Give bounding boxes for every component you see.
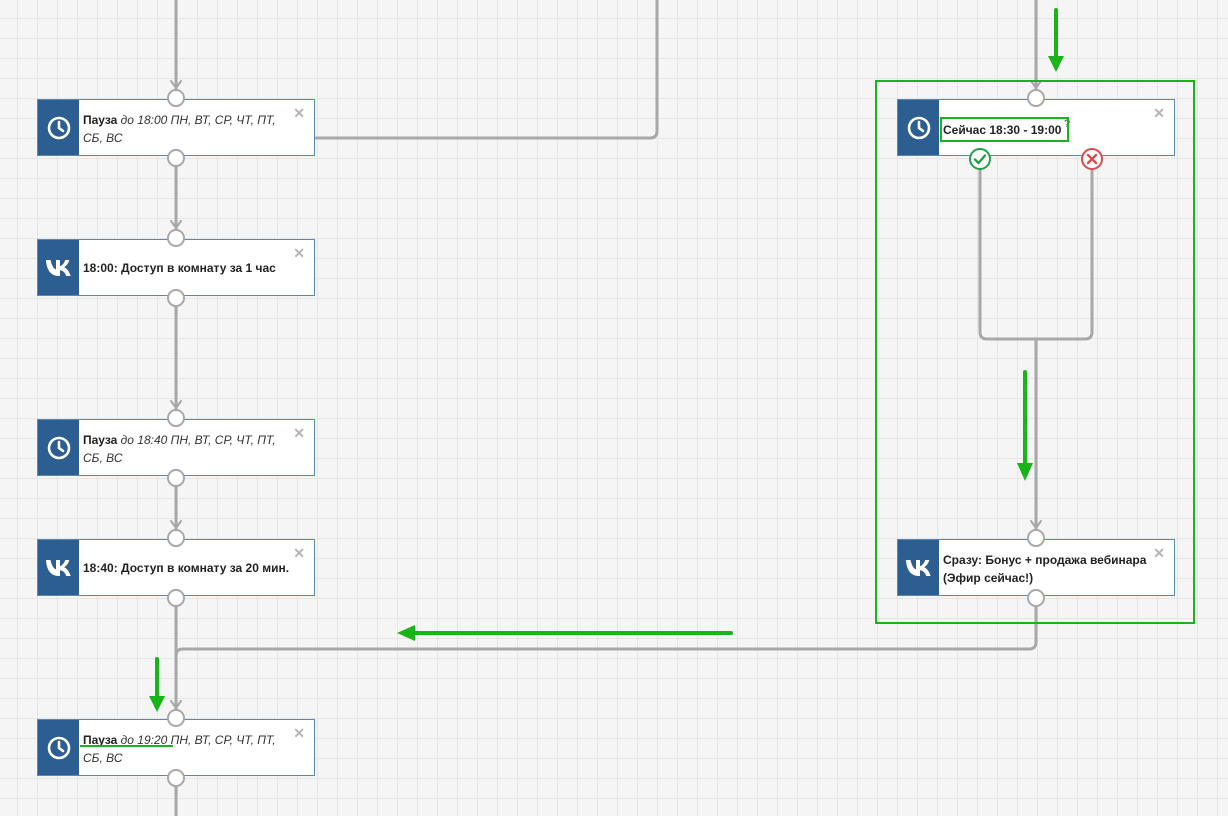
vk-icon xyxy=(45,559,71,576)
node-title: Сейчас 18:30 - 19:00 xyxy=(943,123,1062,137)
input-port[interactable] xyxy=(167,529,185,547)
node-icon-box xyxy=(38,100,79,155)
clock-icon xyxy=(907,116,930,139)
annotation-underline xyxy=(80,745,173,747)
node-text: Пауза до 18:40 ПН, ВТ, СР, ЧТ, ПТ, СБ, В… xyxy=(83,431,296,467)
node-title: Сразу: Бонус + продажа вебинара (Эфир се… xyxy=(943,553,1147,585)
node-detail: до 19:20 ПН, ВТ, СР, ЧТ, ПТ, СБ, ВС xyxy=(83,733,276,765)
delete-node-icon[interactable]: ✕ xyxy=(293,545,305,561)
node-title: 18:00: Доступ в комнату за 1 час xyxy=(83,260,276,275)
checkmark-icon xyxy=(973,154,987,165)
node-text: 18:00: Доступ в комнату за 1 час xyxy=(83,240,296,295)
output-port[interactable] xyxy=(167,769,185,787)
node-detail: до 18:00 ПН, ВТ, СР, ЧТ, ПТ, СБ, ВС xyxy=(83,113,276,145)
node-title: Пауза xyxy=(83,733,118,747)
pause-node[interactable]: Пауза до 19:20 ПН, ВТ, СР, ЧТ, ПТ, СБ, В… xyxy=(37,719,315,776)
input-port[interactable] xyxy=(1027,89,1045,107)
delete-node-icon[interactable]: ✕ xyxy=(293,425,305,441)
condition-yes-port[interactable] xyxy=(969,148,991,170)
node-title: Пауза xyxy=(83,433,118,447)
connector-arrowhead xyxy=(170,700,182,710)
node-text: Пауза до 18:00 ПН, ВТ, СР, ЧТ, ПТ, СБ, В… xyxy=(83,111,296,147)
node-icon-box xyxy=(898,540,939,595)
connector-arrowhead xyxy=(170,400,182,410)
annotation-title-highlight xyxy=(940,117,1069,142)
node-icon-box xyxy=(38,420,79,475)
vk-icon xyxy=(45,259,71,276)
clock-icon xyxy=(47,736,70,759)
input-port[interactable] xyxy=(167,89,185,107)
connector-arrowhead xyxy=(170,80,182,90)
annotation-arrowhead xyxy=(397,625,415,641)
connector-line xyxy=(314,0,659,140)
connector-arrowhead xyxy=(170,520,182,530)
node-icon-box xyxy=(38,240,79,295)
node-title: 18:40: Доступ в комнату за 20 мин. xyxy=(83,560,290,575)
connector-line xyxy=(174,605,1038,710)
node-icon-box xyxy=(898,100,939,155)
connector-arrowhead xyxy=(170,220,182,230)
delete-node-icon[interactable]: ✕ xyxy=(1153,105,1165,121)
vk-message-node[interactable]: Сразу: Бонус + продажа вебинара (Эфир се… xyxy=(897,539,1175,596)
cross-icon xyxy=(1086,153,1098,165)
clock-icon xyxy=(47,436,70,459)
output-port[interactable] xyxy=(1027,589,1045,607)
input-port[interactable] xyxy=(1027,529,1045,547)
connector-arrowhead xyxy=(1030,520,1042,530)
condition-no-port[interactable] xyxy=(1081,148,1103,170)
output-port[interactable] xyxy=(167,469,185,487)
delete-node-icon[interactable]: ✕ xyxy=(293,725,305,741)
input-port[interactable] xyxy=(167,709,185,727)
annotation-arrowhead xyxy=(149,696,165,712)
connector-arrowhead xyxy=(1030,80,1042,90)
annotation-arrowhead xyxy=(1017,463,1033,481)
node-text: 18:40: Доступ в комнату за 20 мин. xyxy=(83,540,296,595)
delete-node-icon[interactable]: ✕ xyxy=(293,105,305,121)
delete-node-icon[interactable]: ✕ xyxy=(1153,545,1165,561)
node-title: Пауза xyxy=(83,113,118,127)
delete-node-icon[interactable]: ✕ xyxy=(293,245,305,261)
output-port[interactable] xyxy=(167,149,185,167)
input-port[interactable] xyxy=(167,229,185,247)
node-icon-box xyxy=(38,540,79,595)
output-port[interactable] xyxy=(167,289,185,307)
vk-message-node[interactable]: 18:00: Доступ в комнату за 1 час ✕ xyxy=(37,239,315,296)
annotation-highlight-box xyxy=(875,80,1195,624)
output-port[interactable] xyxy=(167,589,185,607)
input-port[interactable] xyxy=(167,409,185,427)
node-detail: до 18:40 ПН, ВТ, СР, ЧТ, ПТ, СБ, ВС xyxy=(83,433,276,465)
vk-icon xyxy=(905,559,931,576)
clock-icon xyxy=(47,116,70,139)
vk-message-node[interactable]: 18:40: Доступ в комнату за 20 мин. ✕ xyxy=(37,539,315,596)
annotation-arrowhead xyxy=(1048,56,1064,72)
node-icon-box xyxy=(38,720,79,775)
node-text: Сразу: Бонус + продажа вебинара (Эфир се… xyxy=(943,551,1156,587)
node-text: Пауза до 19:20 ПН, ВТ, СР, ЧТ, ПТ, СБ, В… xyxy=(83,731,296,767)
node-text: Сейчас 18:30 - 19:00 xyxy=(943,121,1156,139)
